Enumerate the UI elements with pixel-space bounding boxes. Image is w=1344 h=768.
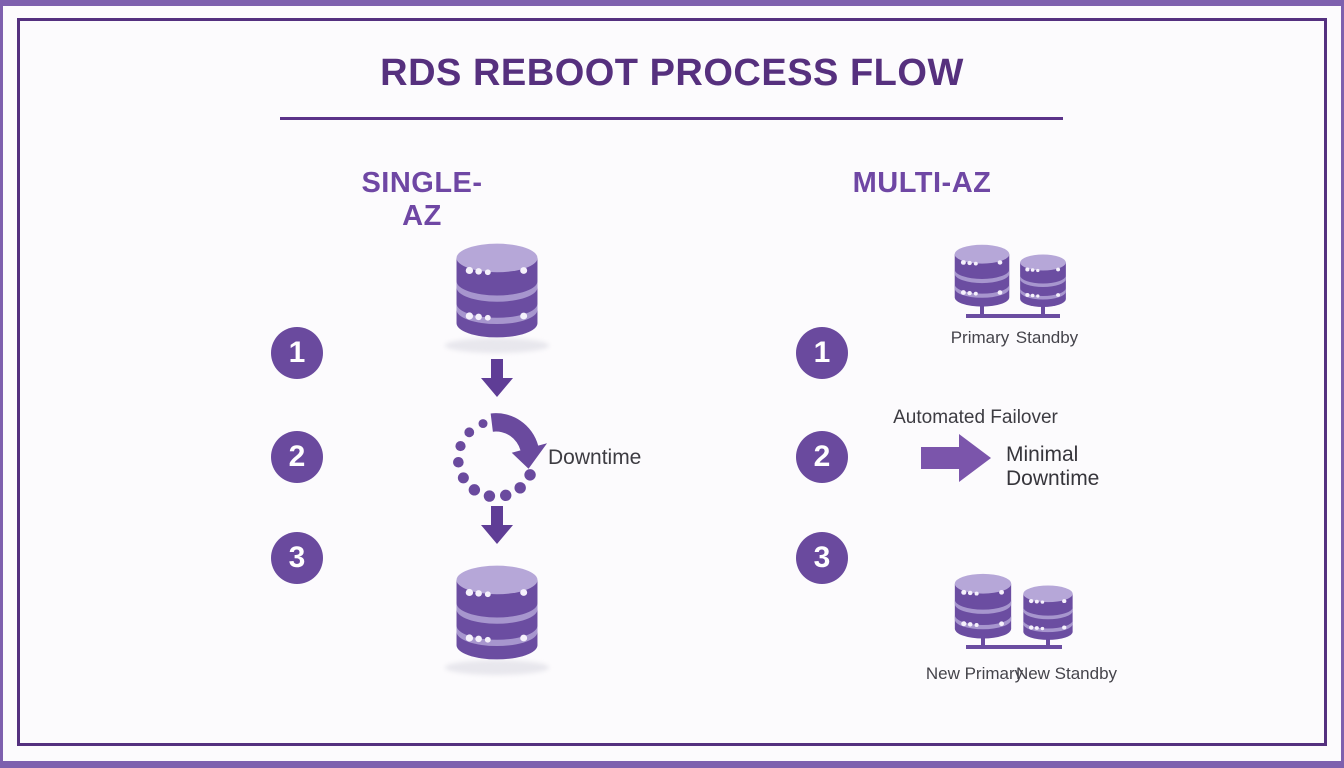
automated-failover-label: Automated Failover [893, 407, 1058, 428]
minimal-downtime-label: Minimal Downtime [1006, 443, 1099, 491]
connector-stem [980, 306, 984, 316]
connector-line [966, 314, 1060, 318]
single-az-header: SINGLE-AZ [361, 167, 483, 232]
title-underline [280, 117, 1063, 120]
connector-line [966, 645, 1062, 649]
step-number: 1 [288, 336, 306, 369]
multi-az-step-3-badge: 3 [796, 532, 848, 584]
single-az-step-1-badge: 1 [271, 327, 323, 379]
step-number: 3 [288, 541, 306, 574]
step-number: 2 [813, 440, 831, 473]
primary-label: Primary [950, 328, 1010, 347]
new-primary-database-icon [954, 573, 1012, 639]
db-shadow [445, 660, 549, 675]
db-shadow [445, 338, 549, 353]
inner-border-frame [17, 18, 1327, 746]
single-az-step-3-badge: 3 [271, 532, 323, 584]
step-number: 1 [813, 336, 831, 369]
minimal-downtime-line1: Minimal [1006, 443, 1079, 466]
downtime-label: Downtime [548, 446, 642, 469]
step-number: 2 [288, 440, 306, 473]
arrow-down-icon [481, 506, 513, 544]
multi-az-step-1-badge: 1 [796, 327, 848, 379]
new-primary-label: New Primary [925, 664, 1024, 683]
arrow-right-icon [921, 434, 991, 482]
primary-database-icon [954, 244, 1010, 307]
new-standby-database-icon [1023, 585, 1073, 640]
new-standby-label: New Standby [1015, 664, 1118, 683]
connector-stem [1046, 639, 1050, 647]
minimal-downtime-line2: Downtime [1006, 467, 1100, 490]
step-number: 3 [813, 541, 831, 574]
database-icon [456, 243, 538, 338]
standby-database-icon [1020, 254, 1066, 307]
page-title: RDS REBOOT PROCESS FLOW [380, 52, 964, 94]
connector-stem [1041, 306, 1045, 316]
multi-az-step-2-badge: 2 [796, 431, 848, 483]
single-az-step-2-badge: 2 [271, 431, 323, 483]
database-icon [456, 565, 538, 660]
standby-label: Standby [1015, 328, 1079, 347]
reboot-spinner-icon [453, 413, 548, 502]
connector-stem [981, 638, 985, 647]
arrow-down-icon [481, 359, 513, 397]
multi-az-header: MULTI-AZ [852, 167, 992, 199]
